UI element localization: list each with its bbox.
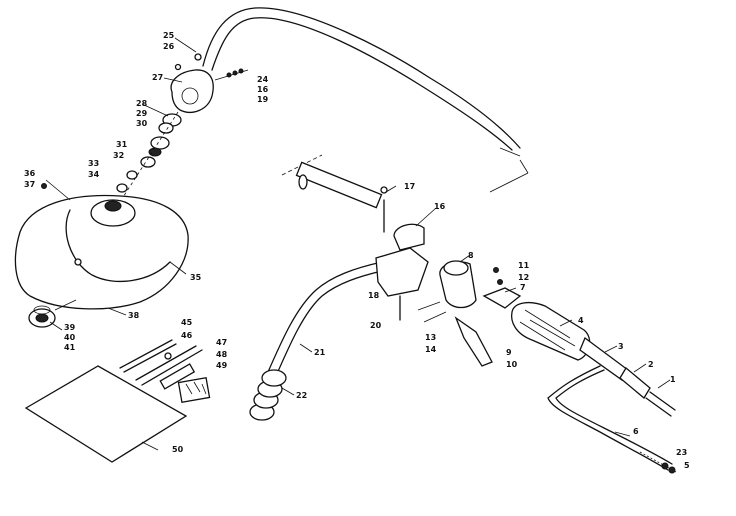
callout-17: 17: [404, 182, 415, 191]
callout-22: 22: [296, 391, 307, 400]
callout-2: 2: [648, 360, 654, 369]
callout-12: 12: [518, 273, 529, 282]
grip: [510, 301, 591, 361]
tools: [119, 339, 211, 404]
callout-46: 46: [181, 331, 193, 340]
callout-14: 14: [425, 345, 437, 354]
callout-6: 6: [633, 427, 639, 436]
bearing-stack: [116, 111, 182, 206]
callout-30: 30: [136, 119, 148, 128]
upper-shaft: [202, 7, 529, 193]
callout-8: 8: [468, 251, 474, 260]
callout-1: 1: [670, 375, 676, 384]
callout-25: 25: [163, 31, 175, 40]
manual: [24, 365, 188, 463]
throttle-housing: [417, 260, 522, 367]
callout-27: 27: [152, 73, 163, 82]
callout-4: 4: [578, 316, 584, 325]
cutter-head: [28, 299, 77, 328]
callout-labels: 1234567891011121314161617181920212223242…: [24, 31, 690, 470]
control-tube: [579, 336, 676, 417]
callout-48: 48: [216, 350, 228, 359]
callout-18: 18: [368, 291, 380, 300]
callout-35: 35: [190, 273, 202, 282]
lower-shaft: [281, 154, 383, 209]
throttle-cable: [547, 365, 677, 474]
callout-34: 34: [88, 170, 100, 179]
callout-32: 32: [113, 151, 124, 160]
callout-24: 24: [257, 75, 269, 84]
callout-10: 10: [506, 360, 518, 369]
callout-37: 37: [24, 180, 35, 189]
callout-45: 45: [181, 318, 193, 327]
leader-lines: [49, 37, 671, 451]
callout-16: 16: [257, 85, 269, 94]
callout-20: 20: [370, 321, 382, 330]
callout-38: 38: [128, 311, 140, 320]
guard: [14, 179, 189, 310]
callout-47: 47: [216, 338, 227, 347]
callout-50: 50: [172, 445, 184, 454]
callout-31: 31: [116, 140, 128, 149]
callout-13: 13: [425, 333, 436, 342]
callout-23: 23: [676, 448, 687, 457]
callout-33: 33: [88, 159, 99, 168]
callout-5: 5: [684, 461, 690, 470]
callout-39: 39: [64, 323, 76, 332]
callout-19: 19: [257, 95, 269, 104]
callout-16: 16: [434, 202, 446, 211]
callout-11: 11: [518, 261, 530, 270]
callout-40: 40: [64, 333, 76, 342]
callout-3: 3: [618, 342, 624, 351]
callout-21: 21: [314, 348, 326, 357]
callout-36: 36: [24, 169, 36, 178]
callout-7: 7: [520, 283, 526, 292]
callout-29: 29: [136, 109, 148, 118]
gear-head: [170, 53, 249, 113]
callout-28: 28: [136, 99, 148, 108]
callout-26: 26: [163, 42, 175, 51]
handlebar: [249, 186, 429, 421]
callout-9: 9: [506, 348, 512, 357]
callout-49: 49: [216, 361, 228, 370]
callout-41: 41: [64, 343, 76, 352]
